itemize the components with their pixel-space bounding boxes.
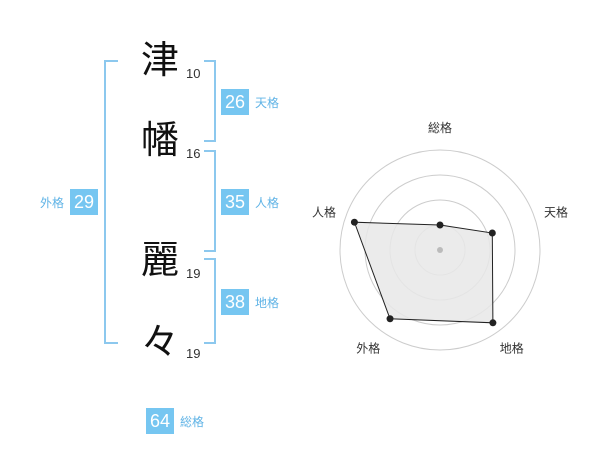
- radar-axis-label-0: 総格: [428, 120, 452, 135]
- radar-axis-label-4: 人格: [312, 204, 336, 219]
- radar-axis-label-2: 地格: [500, 341, 524, 356]
- radar-point-2: [489, 319, 497, 327]
- soukaku-badge: 64 総格: [146, 408, 204, 434]
- name-char-3: 麗: [140, 238, 179, 282]
- jinkaku-label: 人格: [255, 195, 280, 210]
- tenkaku-value: 26: [221, 89, 250, 115]
- stroke-count-1: 10: [186, 66, 201, 81]
- tenkaku-badge: 26 天格: [221, 89, 279, 115]
- name-char-4: 々: [140, 320, 179, 364]
- radar-point-4: [350, 218, 358, 226]
- soukaku-label: 総格: [180, 414, 205, 429]
- name-char-2: 幡: [140, 118, 179, 162]
- chikaku-label: 地格: [255, 295, 280, 310]
- tenkaku-label: 天格: [255, 95, 280, 110]
- gaikaku-value: 29: [70, 189, 99, 215]
- stroke-count-3: 19: [186, 266, 201, 281]
- radar-point-3: [386, 315, 394, 323]
- gaikaku-bracket: [104, 60, 118, 344]
- stroke-count-2: 16: [186, 146, 201, 161]
- soukaku-value: 64: [146, 408, 175, 434]
- gaikaku-badge: 外格 29: [40, 189, 99, 215]
- name-char-1: 津: [140, 38, 179, 82]
- radar-center-dot: [437, 247, 443, 253]
- radar-polygon: [353, 221, 494, 324]
- jinkaku-badge: 35 人格: [221, 189, 279, 215]
- radar-point-1: [488, 229, 496, 237]
- stroke-count-4: 19: [186, 346, 201, 361]
- radar-axis-label-3: 外格: [356, 341, 380, 356]
- tenkaku-bracket: [204, 60, 216, 142]
- radar-ring: [339, 149, 541, 351]
- jinkaku-bracket: [204, 150, 216, 252]
- gaikaku-label: 外格: [40, 195, 65, 210]
- radar-point-0: [436, 221, 444, 229]
- chikaku-bracket: [204, 258, 216, 344]
- jinkaku-value: 35: [221, 189, 250, 215]
- radar-axis-label-1: 天格: [544, 204, 568, 219]
- chikaku-badge: 38 地格: [221, 289, 279, 315]
- chikaku-value: 38: [221, 289, 250, 315]
